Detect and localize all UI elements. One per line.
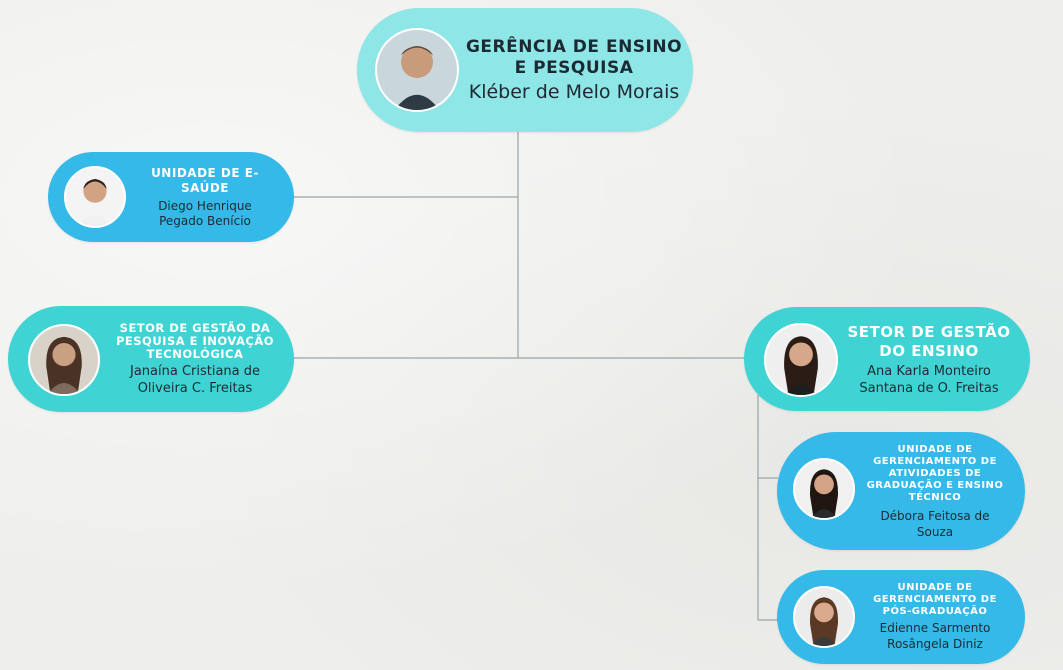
node-person-name: Edienne Sarmento Rosângela Diniz [879,621,991,651]
node-title: UNIDADE DE GERENCIAMENTO DE PÓS-GRADUAÇÃ… [873,582,997,617]
node-title: SETOR DE GESTÃO DO ENSINO [847,323,1011,360]
node-person-name: Diego Henrique Pegado Benício [158,198,252,228]
person-photo-icon [64,166,126,228]
node-title: SETOR DE GESTÃO DA PESQUISA E INOVAÇÃO T… [115,320,274,361]
node-setor-pesquisa: SETOR DE GESTÃO DA PESQUISA E INOVAÇÃO T… [8,306,294,412]
person-photo-icon [375,28,459,112]
node-title: UNIDADE DE GERENCIAMENTO DE ATIVIDADES D… [866,444,1004,503]
node-unidade-esaude: UNIDADE DE E-SAÚDE Diego Henrique Pegado… [48,152,294,242]
node-title: GERÊNCIA DE ENSINO E PESQUISA [465,36,683,78]
person-photo-icon [28,324,100,396]
node-gerencia: GERÊNCIA DE ENSINO E PESQUISA Kléber de … [357,8,693,132]
node-setor-ensino: SETOR DE GESTÃO DO ENSINO Ana Karla Mont… [744,307,1030,411]
person-photo-icon [793,458,855,520]
node-person-name: Débora Feitosa de Souza [880,509,990,539]
node-unidade-graduacao: UNIDADE DE GERENCIAMENTO DE ATIVIDADES D… [777,432,1025,550]
node-unidade-posgraduacao: UNIDADE DE GERENCIAMENTO DE PÓS-GRADUAÇÃ… [777,570,1025,664]
node-person-name: Ana Karla Monteiro Santana de O. Freitas [859,364,999,396]
node-person-name: Kléber de Melo Morais [468,80,680,103]
person-photo-icon [793,586,855,648]
node-title: UNIDADE DE E-SAÚDE [151,165,259,195]
person-photo-icon [764,323,838,397]
node-person-name: Janaína Cristiana de Oliveira C. Freitas [129,363,261,396]
